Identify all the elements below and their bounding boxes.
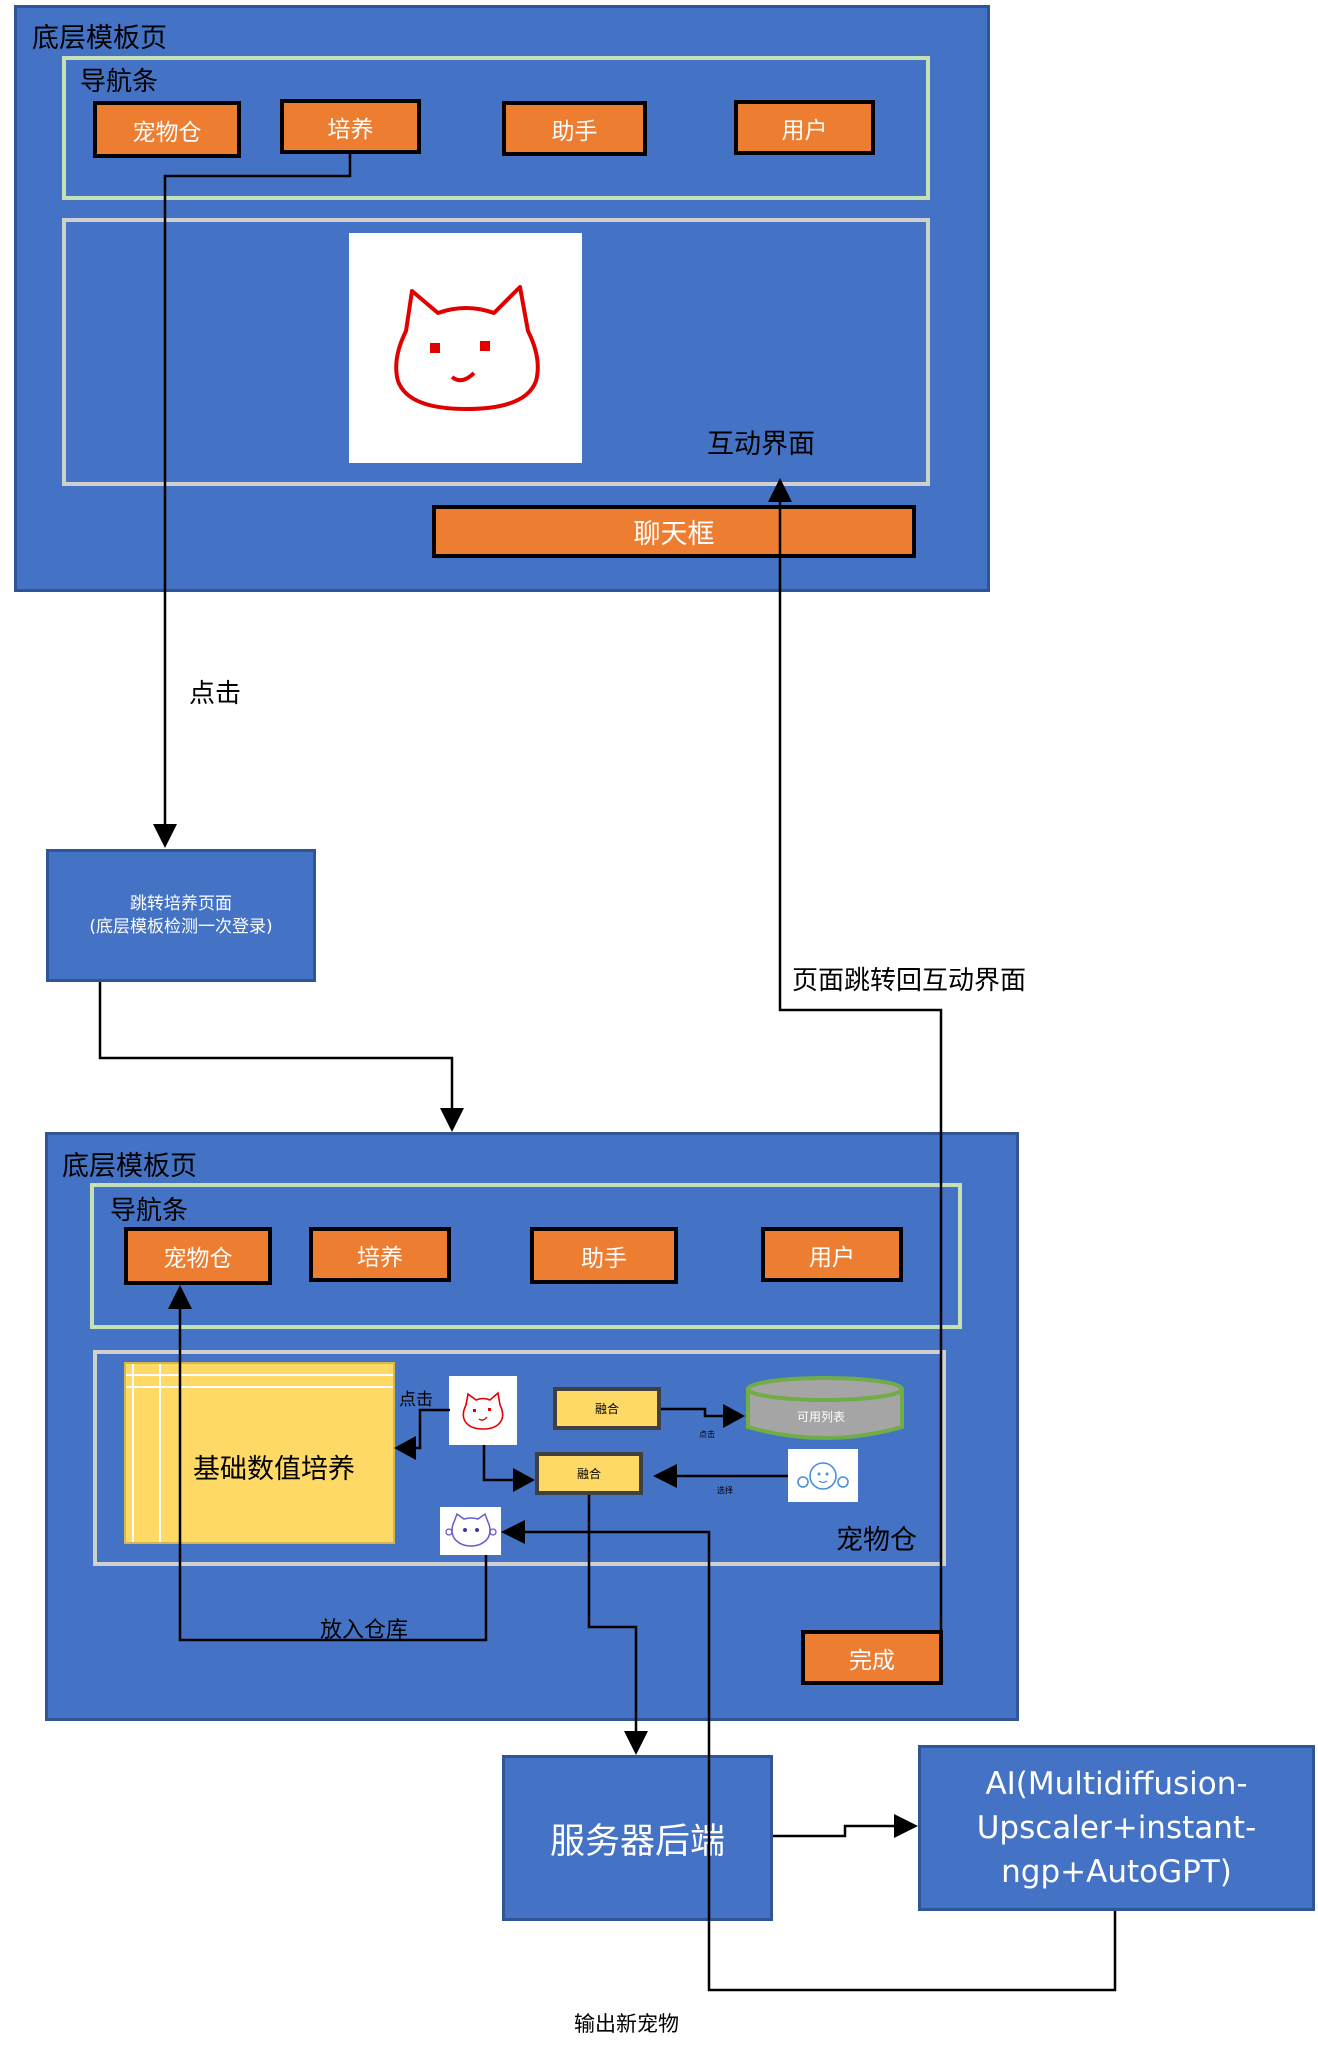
jump-box-line2: (底层模板检测一次登录) xyxy=(89,916,273,937)
connector-purplecat-to-store xyxy=(178,1306,488,1642)
warehouse-label: 宠物仓 xyxy=(836,1525,917,1556)
interaction-interface-label: 互动界面 xyxy=(707,429,815,460)
ai-box-line2: Upscaler+instant- xyxy=(976,1810,1257,1846)
fuse-button-1[interactable]: 融合 xyxy=(553,1387,661,1430)
tiny-click-label: 点击 xyxy=(699,1430,715,1439)
connector-smallcat-to-fuse2 xyxy=(482,1445,517,1482)
purple-cat-image xyxy=(440,1507,501,1555)
arrow-icon xyxy=(624,1731,648,1755)
connector-jump-to-bottom xyxy=(98,982,454,1110)
base-stats-label: 基础数值培养 xyxy=(193,1454,355,1485)
ai-box-line1: AI(Multidiffusion- xyxy=(985,1766,1248,1802)
ai-box-line3: ngp+AutoGPT) xyxy=(1001,1854,1232,1890)
ai-box: AI(Multidiffusion- Upscaler+instant- ngp… xyxy=(918,1745,1315,1911)
arrow-icon xyxy=(153,824,177,848)
available-list-label: 可用列表 xyxy=(797,1410,846,1424)
base-stats-grid-row xyxy=(126,1386,393,1388)
interaction-area xyxy=(62,218,930,486)
cat-pet-image xyxy=(349,233,582,463)
chat-box-button[interactable]: 聊天框 xyxy=(432,505,916,558)
server-backend-label: 服务器后端 xyxy=(549,1821,725,1862)
base-stats-grid-col xyxy=(132,1364,134,1542)
cat-pet-icon xyxy=(393,284,540,411)
return-to-interaction-label: 页面跳转回互动界面 xyxy=(792,966,1027,996)
top-nav-user-button[interactable]: 用户 xyxy=(734,100,875,155)
connector-done-to-interaction xyxy=(778,500,943,1640)
arrow-icon xyxy=(653,1464,677,1488)
arrow-icon xyxy=(168,1285,192,1309)
top-nav-title: 导航条 xyxy=(80,67,159,97)
arrow-icon xyxy=(501,1520,525,1544)
bottom-nav-user-button[interactable]: 用户 xyxy=(761,1227,903,1282)
pet-warehouse-area xyxy=(93,1350,946,1566)
arrow-icon xyxy=(894,1814,918,1838)
fuse-button-2[interactable]: 融合 xyxy=(535,1452,643,1495)
top-nav-bar xyxy=(62,56,930,200)
arrow-icon xyxy=(440,1108,464,1132)
server-backend-box: 服务器后端 xyxy=(502,1755,773,1921)
top-nav-pet-warehouse-button[interactable]: 宠物仓 xyxy=(93,101,241,158)
connector-fuse1-to-db xyxy=(661,1407,728,1418)
bottom-nav-bar xyxy=(90,1183,962,1329)
small-cat-image xyxy=(449,1376,517,1445)
base-stats-grid-row xyxy=(126,1374,393,1376)
blue-creature-icon xyxy=(797,1461,849,1490)
click-label: 点击 xyxy=(189,679,242,709)
connector-train-to-jump xyxy=(163,154,352,826)
bottom-nav-train-button[interactable]: 培养 xyxy=(309,1227,451,1282)
jump-box-line1: 跳转培养页面 xyxy=(130,893,232,914)
arrow-icon xyxy=(723,1404,745,1428)
base-stats-grid-col xyxy=(159,1364,161,1542)
click-small-label: 点击 xyxy=(399,1390,433,1410)
connector-smallcat-to-stats xyxy=(412,1408,450,1450)
bottom-nav-pet-warehouse-button[interactable]: 宠物仓 xyxy=(124,1227,272,1285)
small-cat-icon xyxy=(462,1390,504,1430)
top-page-title: 底层模板页 xyxy=(32,23,167,54)
purple-cat-icon xyxy=(444,1512,497,1547)
connector-ai-output xyxy=(525,1530,1117,1992)
bottom-nav-assistant-button[interactable]: 助手 xyxy=(530,1227,678,1284)
database-icon xyxy=(746,1376,904,1440)
arrow-icon xyxy=(394,1436,416,1460)
top-nav-assistant-button[interactable]: 助手 xyxy=(502,101,647,156)
done-button[interactable]: 完成 xyxy=(801,1630,943,1685)
arrow-icon xyxy=(768,478,792,502)
blue-creature-image xyxy=(788,1449,858,1502)
bottom-page-title: 底层模板页 xyxy=(62,1151,197,1182)
top-nav-train-button[interactable]: 培养 xyxy=(280,99,421,154)
base-stats-panel xyxy=(124,1362,395,1544)
connector-fuse2-to-server xyxy=(587,1495,638,1733)
arrow-icon xyxy=(513,1468,535,1492)
jump-train-page-box: 跳转培养页面 (底层模板检测一次登录) xyxy=(46,849,316,982)
tiny-select-label: 选择 xyxy=(717,1486,733,1495)
connector-server-to-ai xyxy=(773,1824,897,1838)
bottom-nav-title: 导航条 xyxy=(110,1196,189,1226)
output-new-pet-label: 输出新宠物 xyxy=(574,2012,679,2036)
